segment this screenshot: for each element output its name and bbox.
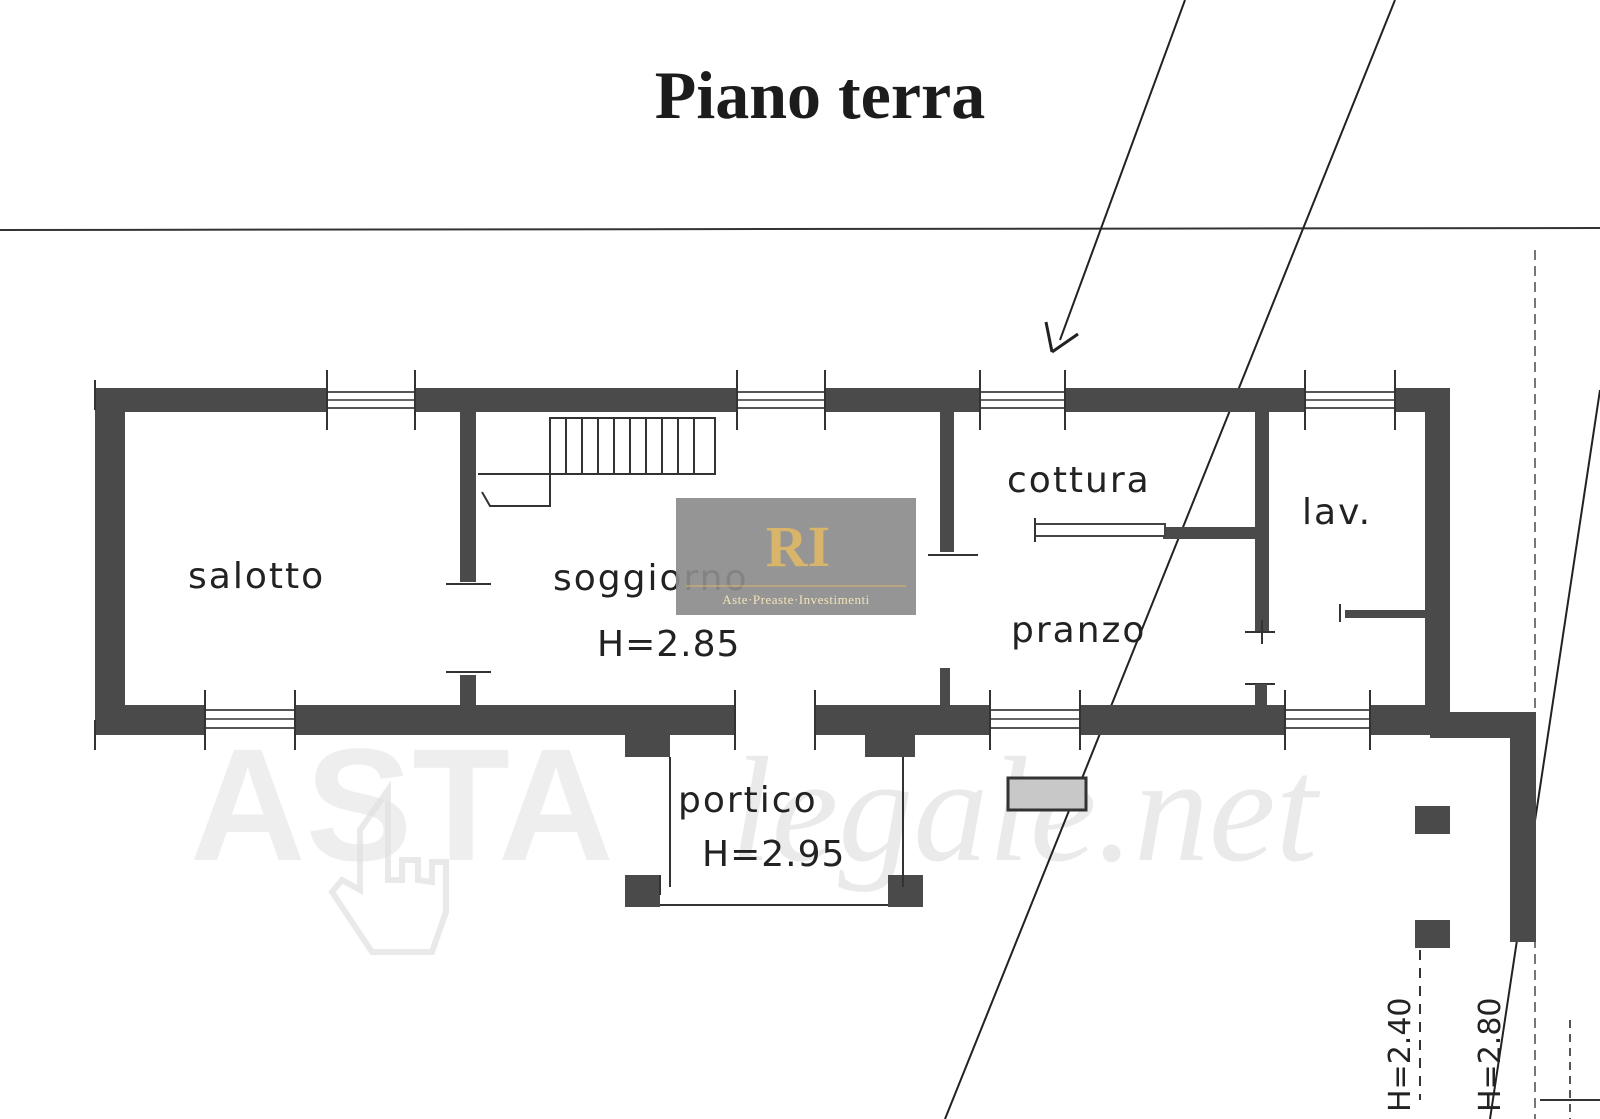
room-label-lav: lav. [1302, 492, 1372, 533]
exterior-walls [95, 388, 1536, 948]
portico-outline [659, 757, 904, 906]
logo-letters: RI [766, 514, 830, 579]
room-label-salotto: salotto [188, 556, 325, 597]
fixture-box [1006, 776, 1088, 812]
agency-logo-badge: RI Aste·Preaste·Investimenti [676, 498, 916, 615]
boundary-line [0, 227, 1600, 231]
hand-pointer-icon [328, 780, 449, 955]
room-label-pranzo: pranzo [1011, 610, 1146, 651]
side-height-2: H=2.80 [1473, 998, 1508, 1113]
right-margin-lines [1534, 250, 1600, 1119]
room-label-cottura: cottura [1007, 460, 1151, 501]
room-height-soggiorno: H=2.85 [597, 624, 740, 665]
arrow-head-icon [1044, 321, 1079, 354]
side-height-1: H=2.40 [1383, 998, 1418, 1113]
interior-walls [446, 412, 1425, 709]
staircase [478, 417, 716, 507]
plan-title: Piano terra [655, 57, 985, 133]
windows [94, 370, 1396, 750]
logo-tagline: Aste·Preaste·Investimenti [722, 592, 870, 607]
room-label-portico: portico [678, 780, 818, 821]
room-height-portico: H=2.95 [702, 834, 845, 875]
boundary-diagonals [944, 0, 1600, 1119]
